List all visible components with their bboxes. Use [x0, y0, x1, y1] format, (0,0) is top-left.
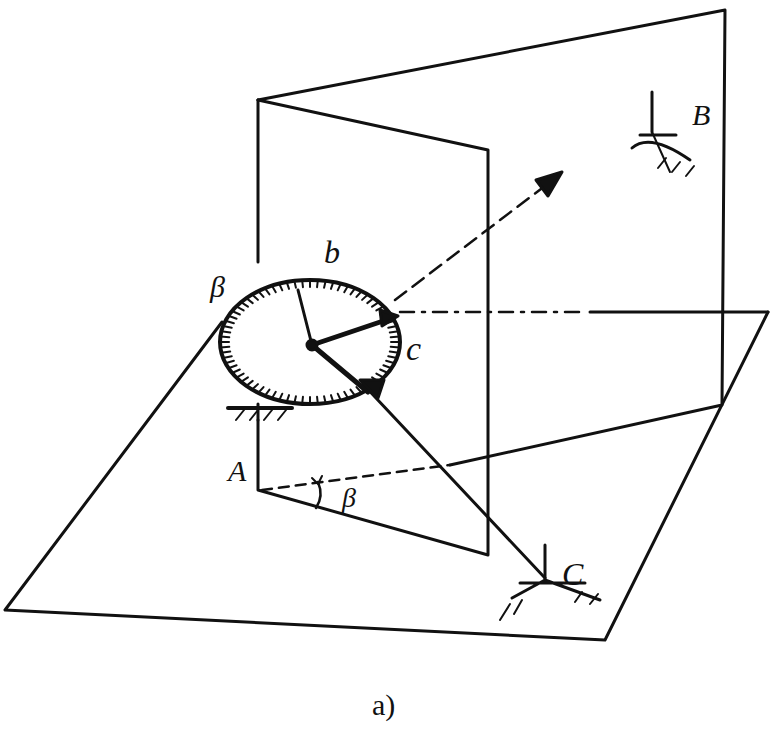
scale-tick [380, 370, 388, 374]
target-c [500, 545, 600, 620]
scale-tick [376, 374, 383, 378]
scale-tick [272, 392, 276, 398]
scale-tick [338, 394, 341, 401]
scale-tick [252, 384, 258, 389]
scale-tick [265, 390, 270, 396]
scale-tick [372, 302, 379, 306]
scale-tick [246, 381, 252, 386]
scale-tick [344, 392, 348, 398]
arrow-head [536, 172, 562, 196]
scale-tick [388, 356, 397, 358]
scale-tick [386, 361, 394, 363]
scale-tick [316, 280, 319, 287]
graduated-disc [220, 280, 400, 404]
scale-tick [223, 356, 232, 358]
scale-tick [301, 397, 304, 404]
scale-tick [391, 341, 400, 343]
scale-tick [287, 282, 289, 289]
scale-tick [338, 284, 341, 291]
scale-tick [390, 331, 399, 332]
scale-tick [258, 291, 263, 297]
scale-tick [324, 396, 326, 403]
scale-tick [221, 331, 230, 332]
scale-tick [294, 396, 296, 403]
scale-tick [309, 397, 311, 404]
scale-tick [344, 286, 348, 292]
scale-tick [258, 387, 263, 393]
scale-tick [362, 295, 368, 300]
angle-arc [316, 482, 321, 508]
sight-line-c [345, 365, 545, 578]
scale-tick [294, 281, 296, 288]
scale-tick [388, 326, 397, 328]
scale-tick [301, 280, 304, 287]
projection-line [262, 465, 450, 490]
scale-tick [225, 321, 233, 323]
scale-tick [225, 361, 233, 363]
scale-tick [287, 395, 289, 402]
point-label: A [226, 456, 248, 486]
scale-tick [232, 370, 240, 374]
scale-tick [391, 346, 400, 349]
target-b [632, 92, 694, 176]
scale-tick [265, 288, 270, 294]
angle-label: β [208, 272, 227, 302]
front-plane-edge [257, 100, 260, 262]
scale-tick [223, 326, 232, 328]
scale-tick [331, 395, 333, 402]
scale-tick [228, 316, 236, 319]
scale-tick [324, 281, 326, 288]
scale-tick [316, 397, 319, 404]
scale-tick [390, 352, 399, 353]
scale-tick [246, 298, 252, 303]
scale-tick [383, 365, 391, 368]
angle-arrow [312, 476, 322, 484]
horizontal-plane [5, 312, 768, 640]
sight-line-b [395, 182, 550, 300]
scale-tick [309, 280, 311, 287]
scale-tick [221, 352, 230, 353]
scale-tick [228, 365, 236, 368]
scale-tick [279, 284, 282, 291]
scale-tick [220, 336, 229, 339]
scale-tick [356, 291, 361, 297]
scale-tick [331, 282, 333, 289]
target-label: C [560, 558, 585, 590]
scale-tick [272, 286, 276, 292]
scale-tick [351, 288, 356, 294]
angle-label: β [340, 484, 358, 512]
scale-tick [391, 336, 400, 339]
scale-tick [241, 377, 248, 381]
scale-tick [367, 298, 373, 303]
plane-edge [590, 311, 768, 314]
scale-tick [236, 374, 243, 378]
sight-axis [400, 311, 585, 314]
point-label: b [322, 236, 342, 268]
scale-tick [220, 341, 229, 343]
figure-label: a) [370, 690, 397, 720]
scale-tick [220, 346, 229, 349]
scale-tick [236, 306, 243, 310]
scale-tick [279, 394, 282, 401]
scale-tick [351, 390, 356, 396]
scale-tick [232, 311, 240, 315]
target-label: B [690, 100, 712, 130]
ground-hatch [236, 410, 286, 420]
scale-tick [241, 302, 248, 306]
support-base [228, 406, 292, 410]
point-label: c [404, 332, 423, 366]
scale-tick [252, 295, 258, 300]
